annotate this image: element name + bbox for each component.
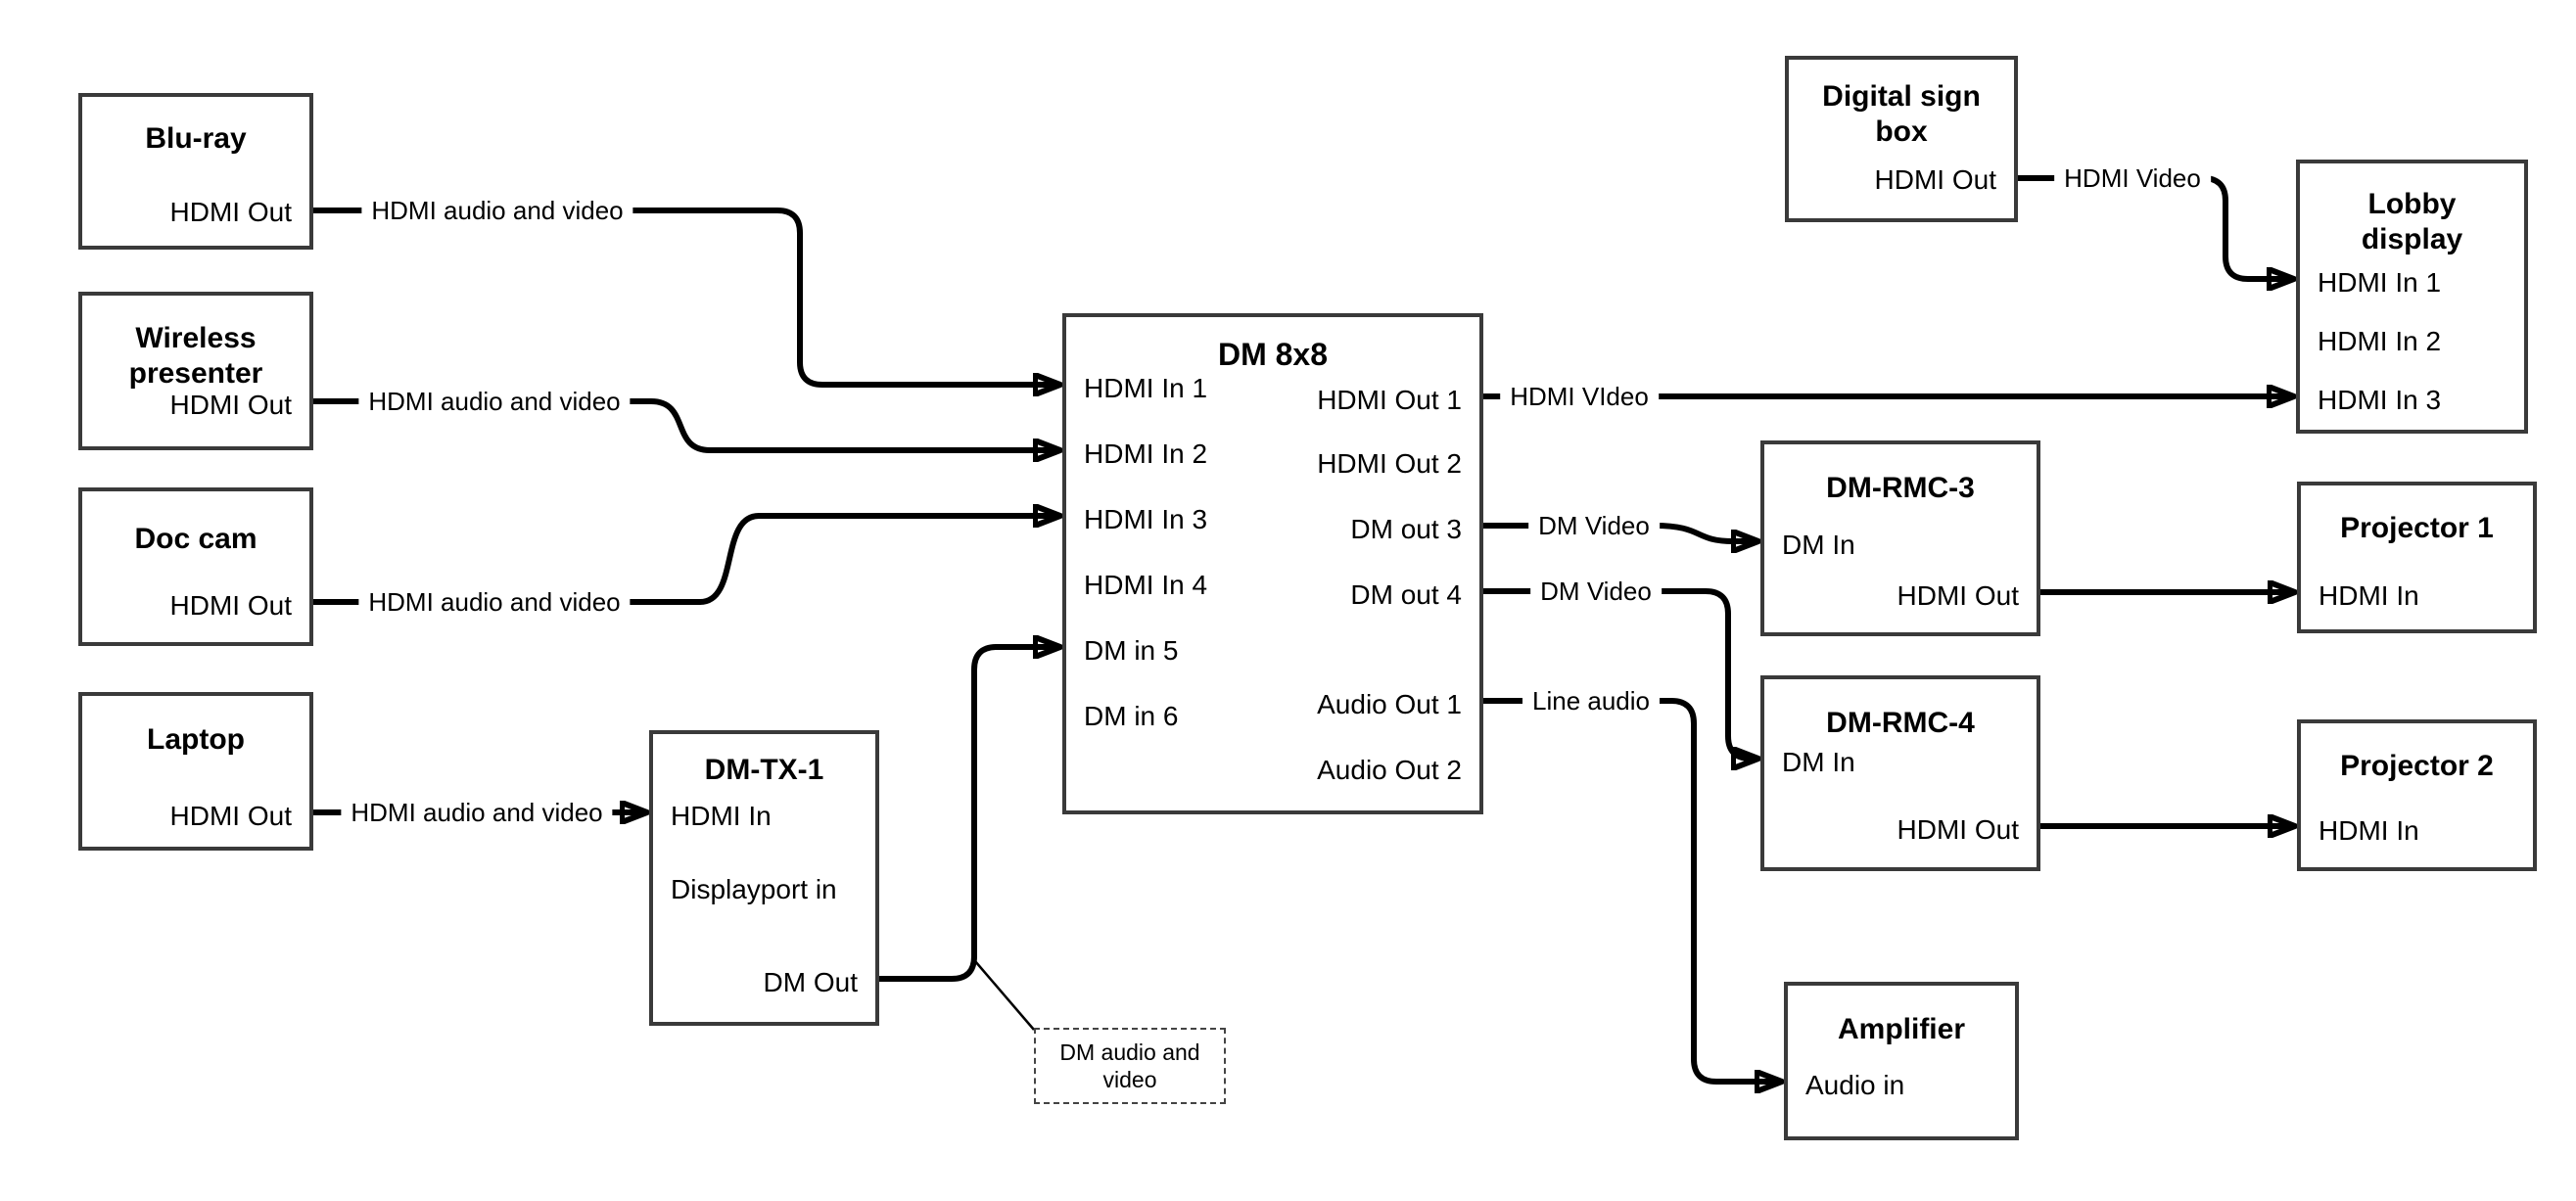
port-hdmi-in-4: HDMI In 4 <box>1084 570 1208 600</box>
node-digital-sign-box: Digital sign box HDMI Out <box>1785 56 2018 222</box>
port-hdmi-in-1: HDMI In 1 <box>1084 373 1208 403</box>
node-title: Digital sign <box>1822 80 1981 113</box>
cable-dmtx1-dmout-to-dm8x8-in5 <box>879 647 1060 982</box>
port-hdmi-out: HDMI Out <box>1874 164 1996 195</box>
cable-dm8x8-out4-to-dmrmc4 <box>1483 588 1758 759</box>
port-hdmi-out-2: HDMI Out 2 <box>1317 448 1462 479</box>
port-hdmi-out: HDMI Out <box>1897 814 2019 845</box>
node-projector-2: Projector 2 HDMI In <box>2297 719 2537 871</box>
port-hdmi-out: HDMI Out <box>169 390 292 420</box>
cable-digitalsign-to-lobby-in1 <box>2018 175 2294 279</box>
node-title: Blu-ray <box>145 122 247 155</box>
port-hdmi-out: HDMI Out <box>169 801 292 831</box>
node-title: Projector 1 <box>2340 512 2494 544</box>
port-hdmi-in-2: HDMI In 2 <box>1084 439 1208 469</box>
node-title: DM-TX-1 <box>704 754 824 786</box>
port-hdmi-out: HDMI Out <box>1897 580 2019 611</box>
port-hdmi-in: HDMI In <box>671 801 772 831</box>
note-dm-audio-and-video: DM audio and video <box>1034 1028 1226 1104</box>
node-lobby-display: Lobby display HDMI In 1 HDMI In 2 HDMI I… <box>2296 160 2528 434</box>
cable-dm8x8-audio1-to-amplifier <box>1483 698 1782 1082</box>
cable-wireless-to-dm8x8-in2 <box>313 398 1060 450</box>
node-bluray: Blu-ray HDMI Out <box>78 93 313 250</box>
node-dm-rmc-4: DM-RMC-4 DM In HDMI Out <box>1760 675 2040 871</box>
node-title: DM-RMC-3 <box>1826 472 1975 504</box>
port-dm-in-5: DM in 5 <box>1084 635 1179 666</box>
node-title: Amplifier <box>1837 1013 1966 1045</box>
note-text-line1: DM audio and <box>1059 1039 1200 1065</box>
port-hdmi-in: HDMI In <box>2318 580 2419 611</box>
port-hdmi-out: HDMI Out <box>169 590 292 621</box>
port-hdmi-out-1: HDMI Out 1 <box>1317 385 1462 415</box>
cable-label-dm-video-out4: DM Video <box>1530 577 1662 606</box>
cable-label-hdmi-audio-video-4: HDMI audio and video <box>341 798 613 827</box>
node-title: Wireless <box>135 322 257 354</box>
node-dm-8x8: DM 8x8 HDMI In 1 HDMI In 2 HDMI In 3 HDM… <box>1062 313 1483 814</box>
port-audio-in: Audio in <box>1805 1070 1905 1100</box>
port-audio-out-1: Audio Out 1 <box>1317 689 1462 719</box>
cable-label-sign-hdmi-video: HDMI Video <box>2054 163 2211 193</box>
cable-dm8x8-out3-to-dmrmc3 <box>1483 523 1758 541</box>
port-dm-in: DM In <box>1782 530 1855 560</box>
cable-label-hdmi-video-long: HDMI VIdeo <box>1500 382 1659 411</box>
cable-label-line-audio: Line audio <box>1522 686 1660 716</box>
node-title: DM 8x8 <box>1217 337 1329 372</box>
node-amplifier: Amplifier Audio in <box>1784 982 2019 1140</box>
cable-label-hdmi-audio-video-2: HDMI audio and video <box>358 387 631 416</box>
node-title: Doc cam <box>134 523 258 555</box>
node-laptop: Laptop HDMI Out <box>78 692 313 851</box>
node-projector-1: Projector 1 HDMI In <box>2297 482 2537 633</box>
node-title: display <box>2361 223 2463 255</box>
node-wireless-presenter: Wireless presenter HDMI Out <box>78 292 313 450</box>
cable-label-hdmi-audio-video-3: HDMI audio and video <box>358 587 631 617</box>
node-title: Laptop <box>147 723 245 756</box>
port-hdmi-in-3: HDMI In 3 <box>2318 385 2442 415</box>
port-hdmi-in-3: HDMI In 3 <box>1084 504 1208 534</box>
port-hdmi-out: HDMI Out <box>169 197 292 227</box>
node-doc-cam: Doc cam HDMI Out <box>78 487 313 646</box>
node-title: DM-RMC-4 <box>1826 707 1975 739</box>
port-dm-in: DM In <box>1782 747 1855 777</box>
port-displayport-in: Displayport in <box>671 874 837 904</box>
cable-label-dm-video-out3: DM Video <box>1528 511 1660 540</box>
port-hdmi-in-2: HDMI In 2 <box>2318 326 2442 356</box>
node-title: presenter <box>128 357 263 390</box>
node-title: Lobby <box>2367 188 2457 220</box>
port-hdmi-in: HDMI In <box>2318 815 2419 846</box>
port-dm-out-3: DM out 3 <box>1350 514 1462 544</box>
port-hdmi-in-1: HDMI In 1 <box>2318 267 2442 298</box>
node-title: box <box>1875 115 1928 148</box>
cable-label-hdmi-audio-video-1: HDMI audio and video <box>361 196 633 225</box>
node-dm-tx-1: DM-TX-1 HDMI In Displayport in DM Out <box>649 730 879 1026</box>
port-audio-out-2: Audio Out 2 <box>1317 755 1462 785</box>
note-text-line2: video <box>1102 1067 1157 1092</box>
port-dm-out: DM Out <box>763 967 858 997</box>
node-dm-rmc-3: DM-RMC-3 DM In HDMI Out <box>1760 440 2040 636</box>
cable-bluray-to-dm8x8-in1 <box>313 208 1060 385</box>
port-dm-out-4: DM out 4 <box>1350 579 1462 610</box>
cable-doccam-to-dm8x8-in3 <box>313 516 1060 605</box>
note-leader-line <box>974 960 1035 1031</box>
port-dm-in-6: DM in 6 <box>1084 701 1179 731</box>
node-title: Projector 2 <box>2340 750 2494 782</box>
